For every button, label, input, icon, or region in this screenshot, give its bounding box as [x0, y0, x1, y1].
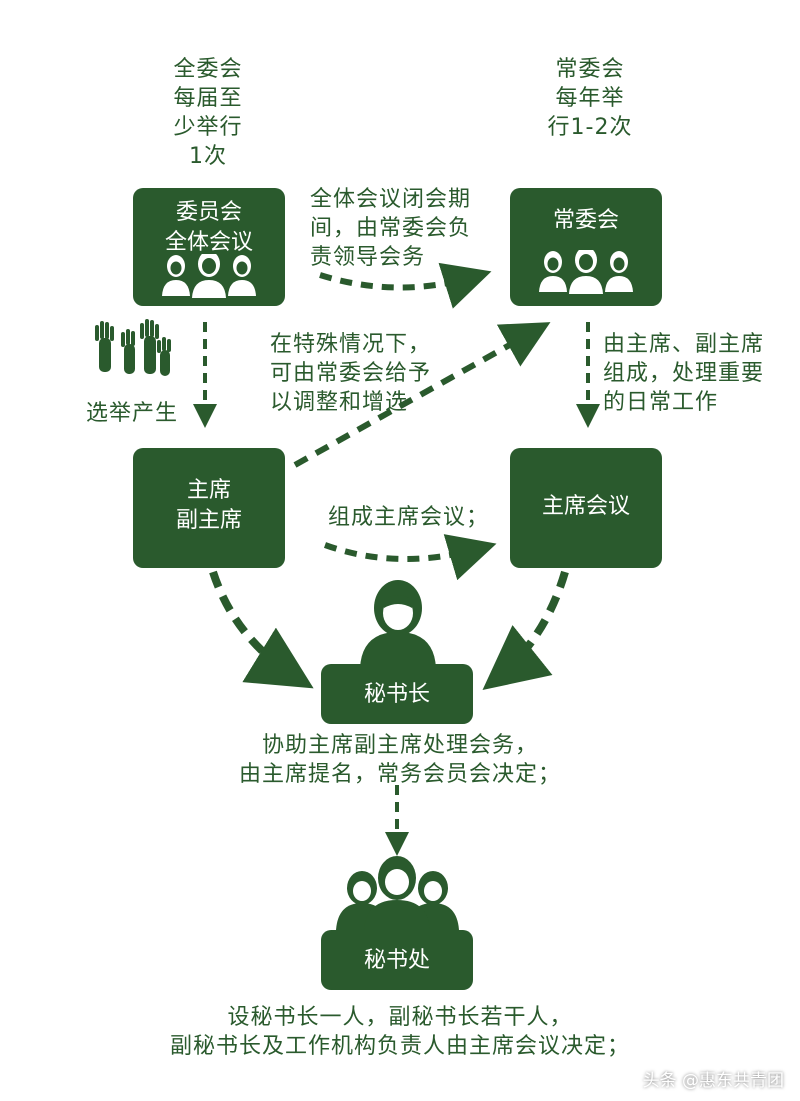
- secretariat-group-icon: [336, 856, 459, 930]
- arrow-plenary-to-standing: [319, 262, 492, 309]
- changweihui-note: 常委会 每年举 行1-2次: [547, 57, 633, 140]
- standing-committee-label: 常委会: [552, 208, 619, 233]
- quanweihui-note: 全委会 每届至 少举行 1次: [173, 57, 243, 169]
- people-group-icon: [162, 254, 256, 298]
- raised-hands-icon: [95, 319, 171, 376]
- secretary-general-person-icon: [360, 580, 436, 668]
- standing-committee-box: 常委会: [510, 188, 662, 306]
- chair-composition-note: 由主席、副主席 组成，处理重要 的日常工作: [603, 332, 765, 415]
- arrow-chair-to-secretary-general: [209, 570, 314, 689]
- people-group-icon: [539, 250, 633, 294]
- secretary-general-box: 秘书长: [321, 664, 473, 724]
- secretariat-box: 秘书处: [321, 930, 473, 990]
- secretariat-note: 设秘书长一人，副秘书长若干人， 副秘书长及工作机构负责人由主席会议决定；: [169, 1005, 630, 1059]
- plenary-session-label: 委员会 全体会议: [164, 200, 253, 255]
- special-circumstances-note: 在特殊情况下， 可由常委会给予 以调整和增选: [270, 332, 432, 415]
- chair-meeting-box: 主席会议: [510, 448, 662, 568]
- watermark: 头条 @惠东共青团: [642, 1071, 784, 1091]
- secretariat-label: 秘书处: [363, 948, 430, 973]
- plenary-session-box: 委员会 全体会议: [133, 188, 285, 306]
- form-chair-meeting-note: 组成主席会议；: [328, 505, 490, 530]
- chair-label: 主席 副主席: [175, 478, 242, 533]
- election-label: 选举产生: [86, 401, 179, 426]
- chair-box: 主席 副主席: [133, 448, 285, 568]
- secretary-general-label: 秘书长: [363, 682, 430, 707]
- chair-meeting-label: 主席会议: [541, 494, 630, 519]
- arrow-chair-meeting-to-secretary-general: [482, 570, 569, 690]
- secretary-general-duties-note: 协助主席副主席处理会务， 由主席提名，常务会员会决定；: [238, 733, 561, 787]
- arrow-chair-to-chair-meeting: [323, 534, 497, 581]
- recess-note: 全体会议闭会期 间，由常委会负 责领导会务: [310, 187, 472, 270]
